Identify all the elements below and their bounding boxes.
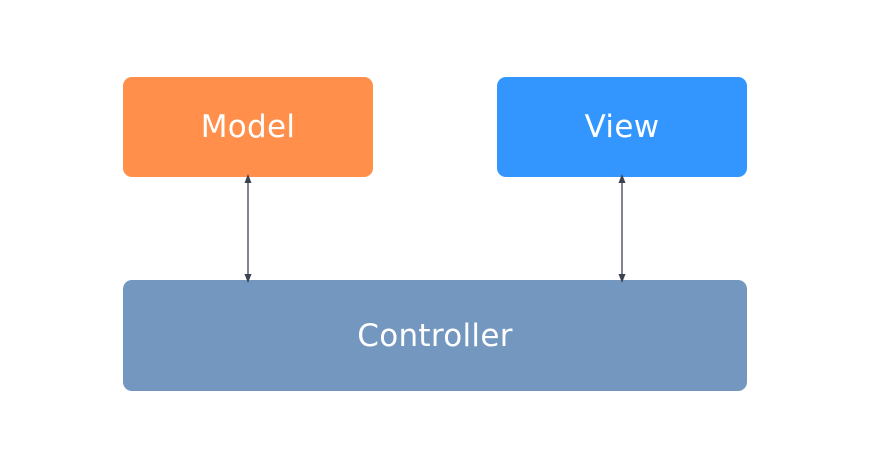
model-node: Model: [123, 77, 373, 177]
view-node: View: [497, 77, 747, 177]
controller-node: Controller: [123, 280, 747, 391]
model-label: Model: [200, 109, 296, 145]
controller-label: Controller: [357, 317, 513, 354]
view-label: View: [584, 109, 660, 145]
